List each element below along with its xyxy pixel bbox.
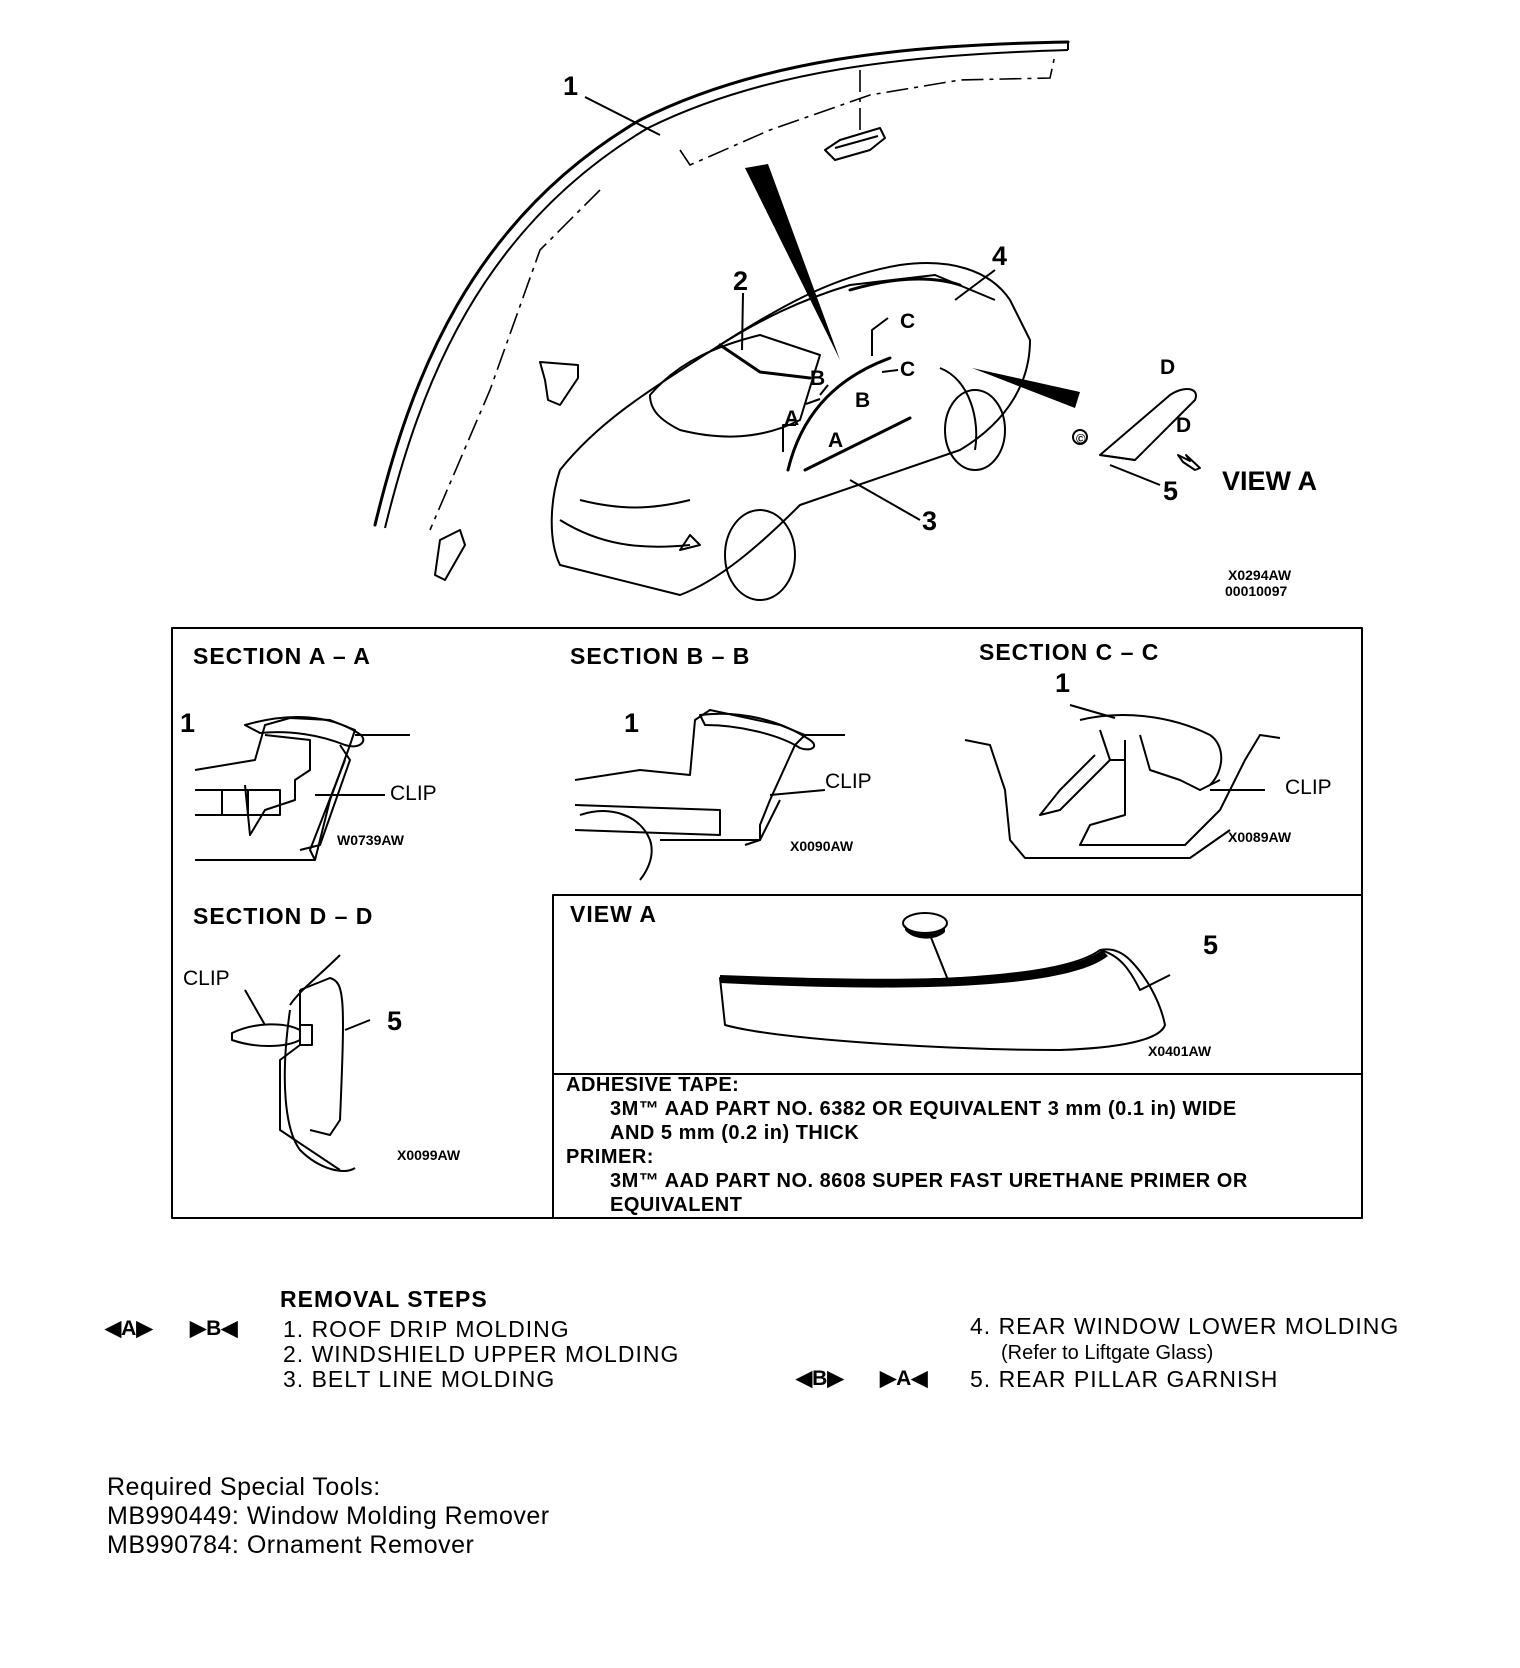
section-d-title: SECTION D – D <box>193 903 373 929</box>
removal-step-4: 4. REAR WINDOW LOWER MOLDING <box>970 1313 1400 1339</box>
leader-wedge <box>745 164 1080 408</box>
section-a-part: 1 <box>180 708 195 738</box>
molding-clip-middle <box>539 361 579 406</box>
roof-drip-molding <box>373 40 1070 529</box>
section-c-title: SECTION C – C <box>979 639 1159 665</box>
section-b-drawing <box>574 709 845 881</box>
marker-c-top: C <box>900 310 915 333</box>
removal-step-4-note: (Refer to Liftgate Glass) <box>1001 1342 1214 1364</box>
view-a-drawing <box>719 912 1171 1051</box>
section-a-title: SECTION A – A <box>193 643 371 669</box>
primer-line2: EQUIVALENT <box>610 1194 743 1216</box>
marker-right-a: ▶A◀ <box>880 1367 928 1390</box>
section-a-clip: CLIP <box>390 782 437 805</box>
tool-1: MB990449: Window Molding Remover <box>107 1502 550 1530</box>
section-c-drawing <box>964 704 1281 859</box>
exploded-view-diagram: © 1 2 3 4 5 A A B B C C D D VIEW A X0294… <box>373 40 1317 601</box>
figure-code-section-a: W0739AW <box>337 832 405 848</box>
figure-code-view-a: X0401AW <box>1148 1043 1212 1059</box>
section-b-clip: CLIP <box>825 770 872 793</box>
adhesive-tape-label: ADHESIVE TAPE: <box>566 1074 740 1096</box>
view-a-arrow <box>1177 454 1201 471</box>
tools-title: Required Special Tools: <box>107 1473 381 1501</box>
marker-left-b: ▶B◀ <box>190 1317 238 1340</box>
callout-2: 2 <box>733 266 748 296</box>
marker-a-left: A <box>784 407 799 430</box>
figure-code-section-d: X0099AW <box>397 1147 461 1163</box>
figure-code-main-1: X0294AW <box>1228 567 1292 583</box>
marker-right-b: ◀B▶ <box>796 1367 844 1390</box>
removal-step-3: 3. BELT LINE MOLDING <box>283 1366 556 1392</box>
marker-a-right: A <box>828 429 843 452</box>
dash-lines <box>429 54 1056 531</box>
removal-step-2: 2. WINDSHIELD UPPER MOLDING <box>283 1341 680 1367</box>
adhesive-tape-line2: AND 5 mm (0.2 in) THICK <box>610 1122 860 1144</box>
marker-d-top: D <box>1160 356 1175 379</box>
callout-leaders <box>584 96 1161 521</box>
section-a-drawing <box>194 716 410 861</box>
section-d-clip: CLIP <box>183 967 230 990</box>
car-illustration <box>550 262 1031 601</box>
section-markers <box>782 317 899 452</box>
marker-b-left: B <box>810 367 825 390</box>
callout-5: 5 <box>1163 476 1178 506</box>
figure-code-section-c: X0089AW <box>1228 829 1292 845</box>
view-a-title: VIEW A <box>570 901 657 927</box>
section-c-clip: CLIP <box>1285 776 1332 799</box>
section-c-part: 1 <box>1055 668 1070 698</box>
molding-clip-upper <box>824 127 886 161</box>
marker-d-bottom: D <box>1176 414 1191 437</box>
view-a-part: 5 <box>1203 930 1218 960</box>
section-d-part: 5 <box>387 1006 402 1036</box>
rear-pillar-garnish: © <box>1072 388 1197 461</box>
section-b-title: SECTION B – B <box>570 643 750 669</box>
molding-clip-lower <box>434 529 466 581</box>
callout-4: 4 <box>992 241 1007 271</box>
primer-label: PRIMER: <box>566 1146 654 1168</box>
marker-left-a: ◀A▶ <box>105 1317 153 1340</box>
removal-step-1: 1. ROOF DRIP MOLDING <box>283 1316 570 1342</box>
adhesive-tape-line1: 3M™ AAD PART NO. 6382 OR EQUIVALENT 3 mm… <box>610 1098 1237 1120</box>
primer-line1: 3M™ AAD PART NO. 8608 SUPER FAST URETHAN… <box>610 1170 1248 1192</box>
callout-3: 3 <box>922 506 937 536</box>
removal-step-5: 5. REAR PILLAR GARNISH <box>970 1366 1279 1392</box>
callout-1: 1 <box>563 71 578 101</box>
removal-steps-title: REMOVAL STEPS <box>280 1286 488 1312</box>
svg-text:©: © <box>1076 431 1086 446</box>
marker-b-right: B <box>855 389 870 412</box>
section-b-part: 1 <box>624 708 639 738</box>
marker-c-bottom: C <box>900 358 915 381</box>
figure-code-main-2: 00010097 <box>1225 583 1288 599</box>
section-d-drawing <box>231 954 371 1172</box>
tool-2: MB990784: Ornament Remover <box>107 1531 475 1559</box>
figure-code-section-b: X0090AW <box>790 838 854 854</box>
view-a-label: VIEW A <box>1222 466 1317 496</box>
